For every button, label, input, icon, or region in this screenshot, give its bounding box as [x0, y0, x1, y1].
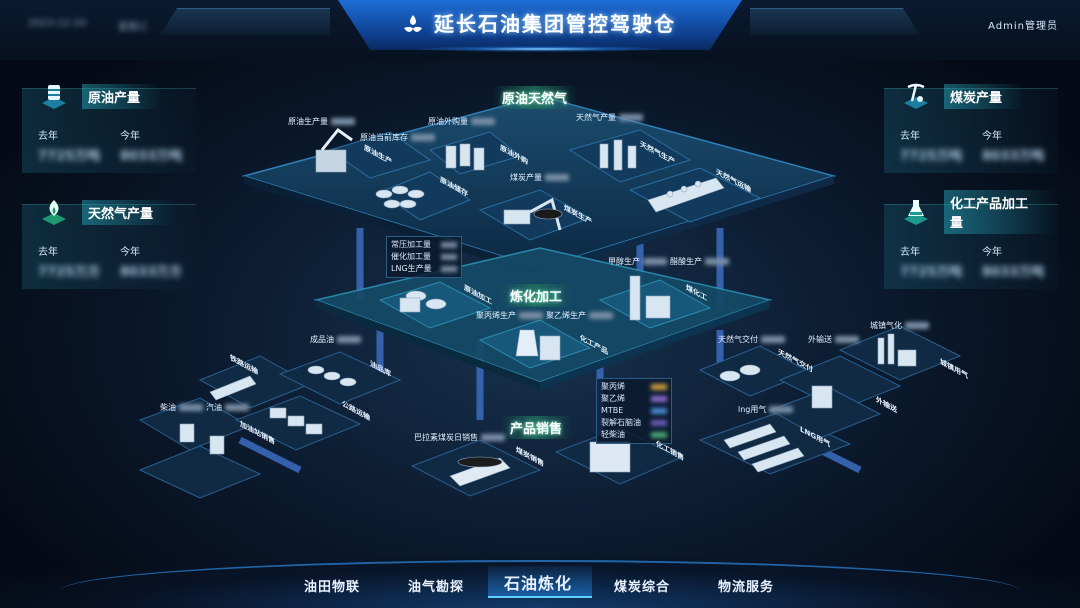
- user-menu[interactable]: Admin管理员: [988, 21, 1058, 32]
- this-year-label: 今年: [120, 131, 140, 142]
- facilities: [179, 127, 917, 487]
- panel-title: 煤炭产量: [944, 83, 1025, 109]
- last-year-label: 去年: [38, 131, 58, 142]
- refining-volume-box: 常压加工量 催化加工量 LNG生产量: [386, 236, 462, 278]
- section-upstream[interactable]: 原油天然气: [492, 86, 578, 109]
- section-sales[interactable]: 产品销售: [500, 416, 573, 439]
- header-date: 2023-12-20: [28, 18, 87, 29]
- oil-barrel-icon: [36, 81, 72, 111]
- header-wing-right: [750, 8, 920, 35]
- pickaxe-icon: [898, 81, 934, 111]
- nav-item-oilfield-iot[interactable]: 油田物联: [304, 580, 361, 595]
- label-diesel-gasoline: 柴油汽油: [160, 402, 249, 413]
- this-year-label: 今年: [120, 247, 140, 258]
- header-wing-left: [160, 8, 330, 35]
- panel-title: 天然气产量: [82, 199, 176, 225]
- label-crude-production: 原油生产量: [288, 116, 355, 127]
- label-gas-deliver: 天然气交付: [718, 334, 785, 345]
- nav-item-exploration[interactable]: 油气勘探: [408, 580, 465, 595]
- section-refining[interactable]: 炼化加工: [500, 284, 573, 307]
- nav-item-refining[interactable]: 石油炼化: [504, 574, 573, 593]
- panel-title: 化工产品加工量: [944, 190, 1058, 234]
- panel-coal-output[interactable]: 煤炭产量 去年 今年 7725万吨 8033万吨: [884, 83, 1058, 173]
- last-year-value: 7725万方: [38, 265, 101, 280]
- sales-left-tiles: [138, 351, 402, 499]
- this-year-value: 8033万方: [120, 265, 183, 280]
- label-gas-production: 天然气产量: [576, 112, 643, 123]
- title-plate: [338, 0, 742, 50]
- label-polymer: 聚丙烯生产聚乙烯生产: [476, 310, 613, 321]
- label-crude-purchase: 原油外购量: [428, 116, 495, 127]
- label-refined-oil: 成品油: [310, 334, 361, 345]
- label-crude-stock: 原油当前库存: [360, 132, 435, 143]
- this-year-label: 今年: [982, 131, 1002, 142]
- header-weekday: 星期三: [118, 22, 148, 33]
- company-logo-icon: [404, 15, 422, 32]
- last-year-label: 去年: [900, 131, 920, 142]
- panel-gas-output[interactable]: 天然气产量 去年 今年 7725万方 8033万方: [22, 199, 196, 289]
- this-year-label: 今年: [982, 247, 1002, 258]
- label-coal-sales: 巴拉素煤炭日销售: [414, 432, 505, 443]
- last-year-value: 7725万吨: [38, 149, 101, 164]
- label-lng-use: lng用气: [738, 404, 794, 415]
- last-year-value: 7725万吨: [900, 265, 963, 280]
- bottom-nav-arc: [60, 560, 1020, 608]
- this-year-value: 8033万吨: [120, 149, 183, 164]
- label-methanol: 甲醇生产醋酸生产: [608, 256, 729, 267]
- title-glow: [420, 46, 660, 52]
- nav-item-logistics[interactable]: 物流服务: [718, 580, 775, 595]
- last-year-label: 去年: [38, 247, 58, 258]
- label-city-gas: 城镇气化: [870, 320, 929, 331]
- flame-icon: [36, 197, 72, 227]
- panel-title: 原油产量: [82, 83, 163, 109]
- last-year-value: 7725万吨: [900, 149, 963, 164]
- label-export: 外输送: [808, 334, 859, 345]
- label-coal-production: 煤炭产量: [510, 172, 569, 183]
- chem-product-box: 聚丙烯 聚乙烯 MTBE 裂解石脑油 轻柴油: [596, 378, 672, 444]
- panel-crude-output[interactable]: 原油产量 去年 今年 7725万吨 8033万吨: [22, 83, 196, 173]
- nav-active-indicator: [488, 566, 592, 598]
- flask-icon: [898, 197, 934, 227]
- page-title: 延长石油集团管控驾驶仓: [434, 12, 676, 36]
- this-year-value: 8033万吨: [982, 149, 1045, 164]
- panel-chemical-output[interactable]: 化工产品加工量 去年 今年 7725万吨 8033万吨: [884, 190, 1058, 289]
- this-year-value: 8033万吨: [982, 265, 1045, 280]
- nav-item-coal[interactable]: 煤炭综合: [614, 580, 671, 595]
- last-year-label: 去年: [900, 247, 920, 258]
